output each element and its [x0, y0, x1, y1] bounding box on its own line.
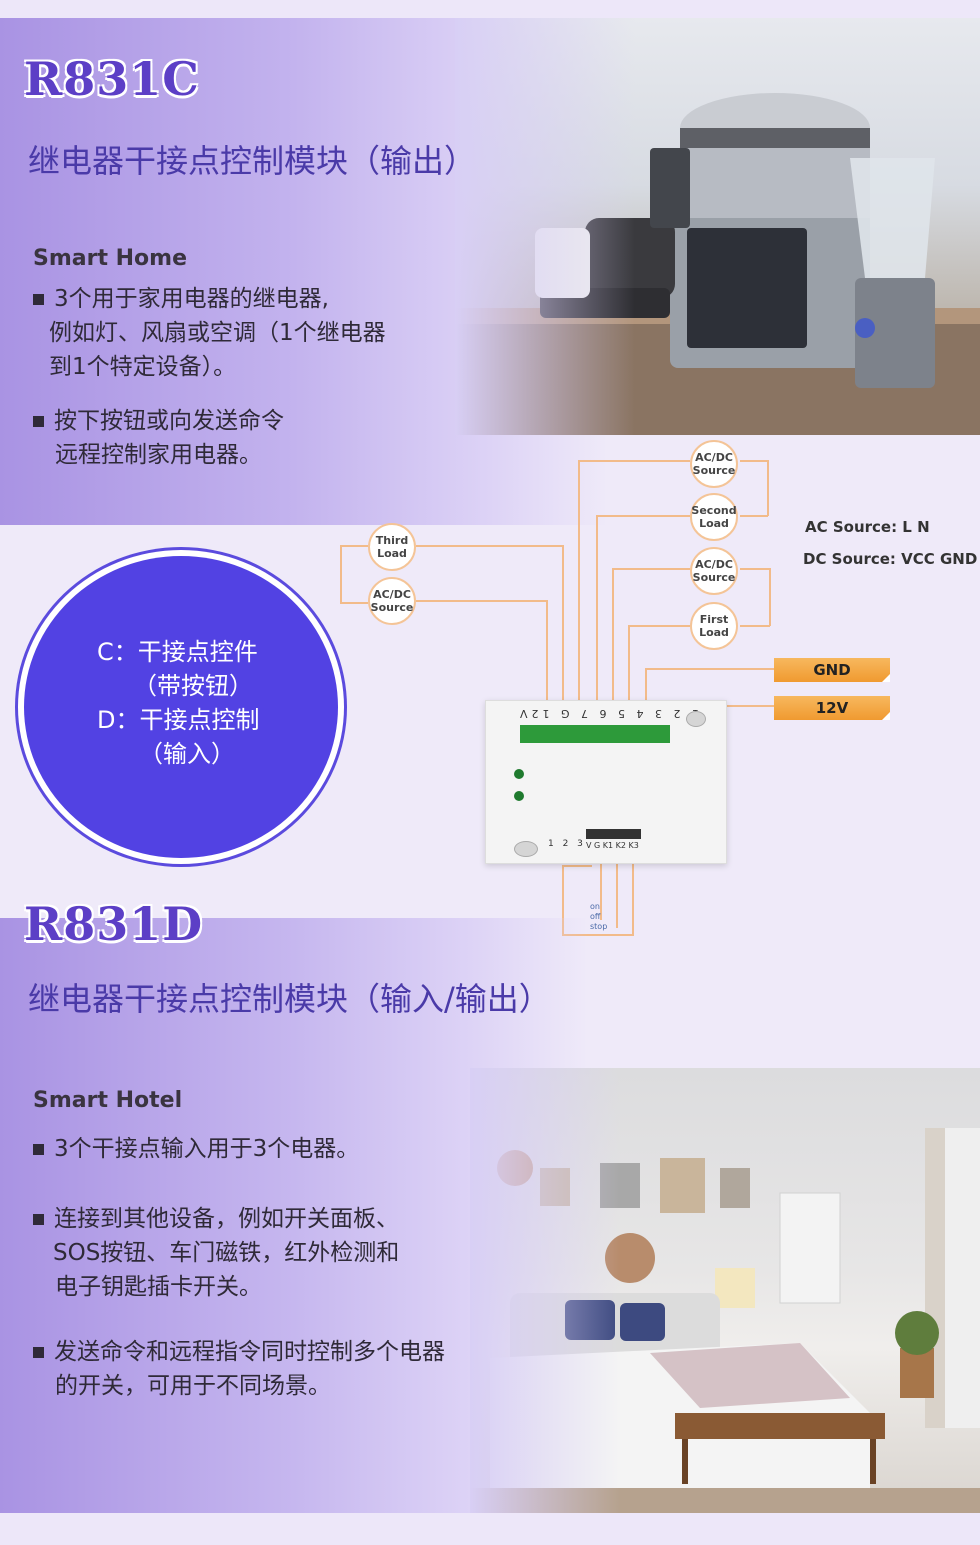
section2-category: Smart Hotel — [33, 1088, 183, 1113]
led-icon — [514, 791, 524, 801]
bottom-terminal-labels-right: V G K1 K2 K3 — [586, 841, 639, 850]
circle-line-3: D：干接点控制 — [97, 706, 260, 734]
bullet-square-icon — [33, 294, 44, 305]
top-strip — [0, 0, 980, 18]
led-icon — [514, 769, 524, 779]
section1-subtitle: 继电器干接点控制模块（输出） — [28, 142, 477, 180]
ac-source-label: AC Source: L N — [805, 518, 930, 536]
terminal-block-top — [520, 725, 670, 743]
circle-line-4: （输入） — [139, 740, 235, 768]
bullet-square-icon — [33, 416, 44, 427]
relay-module: 1 2 3 4 5 6 7 G 12V 1 2 3 V G K1 K2 K3 — [485, 700, 727, 864]
model-r831d: R831D — [24, 897, 204, 951]
top-terminal-labels: 1 2 3 4 5 6 7 G 12V — [516, 707, 700, 720]
model-r831c: R831C — [24, 52, 200, 106]
bullet-square-icon — [33, 1144, 44, 1155]
bedroom-fade — [470, 1068, 620, 1518]
bullet-square-icon — [33, 1347, 44, 1358]
section1-bullet-2: 按下按钮或向发送命令 远程控制家用电器。 — [33, 404, 284, 472]
kitchen-fade — [455, 18, 635, 435]
section1-bullet-1: 3个用于家用电器的继电器, 例如灯、风扇或空调（1个继电器 到1个特定设备）。 — [33, 282, 386, 384]
section1-category: Smart Home — [33, 246, 188, 271]
info-circle — [24, 556, 338, 858]
section2-subtitle: 继电器干接点控制模块（输入/输出） — [28, 980, 551, 1018]
section2-bullet-3: 发送命令和远程指令同时控制多个电器 的开关，可用于不同场景。 — [33, 1335, 445, 1403]
circle-line-1: C：干接点控件 — [97, 638, 258, 666]
section2-bullet-1: 3个干接点输入用于3个电器。 — [33, 1132, 359, 1166]
bottom-terminal-labels-left: 1 2 3 — [548, 839, 586, 849]
terminal-block-bottom — [586, 829, 641, 839]
mount-hole-icon — [514, 841, 538, 857]
bottom-strip — [0, 1513, 980, 1545]
v12-tag: 12V — [774, 696, 890, 720]
section2-bullet-2: 连接到其他设备，例如开关面板、 SOS按钮、车门磁铁，红外检测和 电子钥匙插卡开… — [33, 1202, 399, 1304]
gnd-tag: GND — [774, 658, 890, 682]
bullet-square-icon — [33, 1214, 44, 1225]
circle-line-2: （带按钮） — [133, 672, 253, 700]
dc-source-label: DC Source: VCC GND — [803, 550, 978, 568]
mount-hole-icon — [686, 711, 706, 727]
